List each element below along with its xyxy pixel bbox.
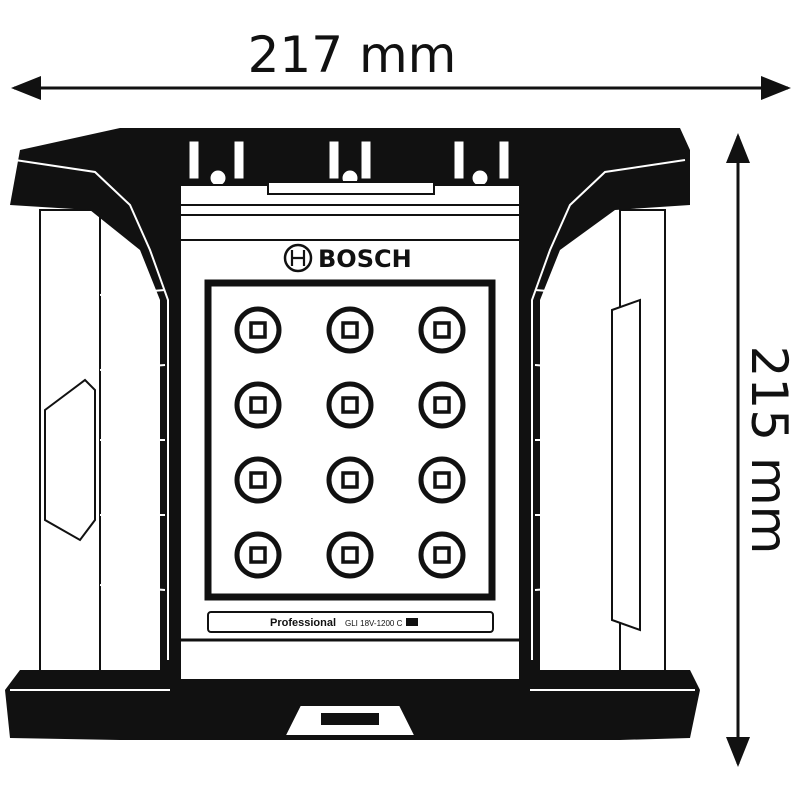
led bbox=[418, 531, 466, 579]
led-grid bbox=[234, 306, 466, 579]
bosch-armature-icon bbox=[283, 243, 313, 273]
bosch-logo: BOSCH bbox=[283, 243, 412, 273]
product-model: GLI 18V-1200 C bbox=[345, 619, 403, 628]
work-light-body: BOSCH Professional GLI 18V-1200 C bbox=[5, 128, 700, 740]
led bbox=[326, 381, 374, 429]
model-plate bbox=[207, 611, 494, 633]
connectivity-icon bbox=[406, 618, 418, 626]
right-latch bbox=[611, 298, 641, 632]
led bbox=[326, 306, 374, 354]
led bbox=[326, 531, 374, 579]
width-label: 217 mm bbox=[248, 26, 457, 84]
left-latch bbox=[44, 378, 96, 542]
led bbox=[418, 456, 466, 504]
led bbox=[234, 381, 282, 429]
led bbox=[326, 456, 374, 504]
product-line: Professional bbox=[270, 617, 336, 629]
led bbox=[234, 456, 282, 504]
led bbox=[418, 381, 466, 429]
led bbox=[418, 306, 466, 354]
brand-name: BOSCH bbox=[318, 245, 412, 273]
led bbox=[234, 531, 282, 579]
height-label: 215 mm bbox=[740, 346, 798, 555]
led bbox=[234, 306, 282, 354]
